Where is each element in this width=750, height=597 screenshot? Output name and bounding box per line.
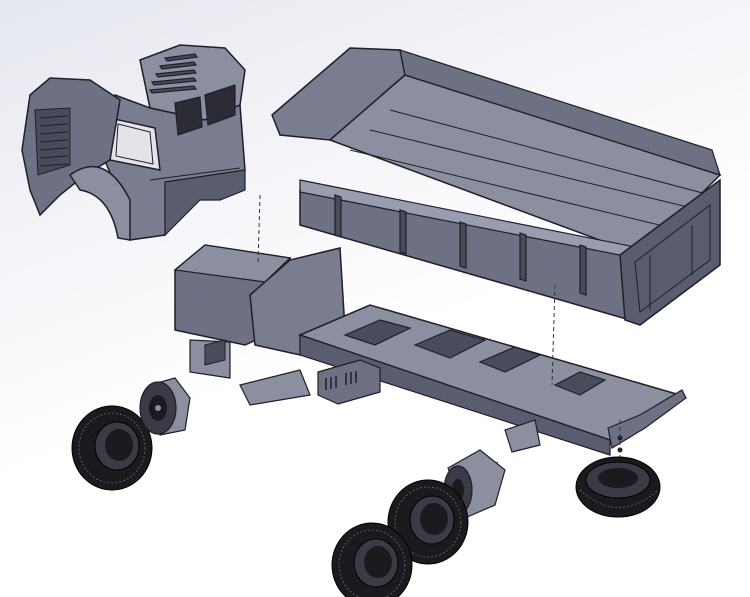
- rear-wheel-inner[interactable]: [387, 479, 469, 565]
- front-wheel-left[interactable]: [71, 405, 153, 491]
- chassis-frame[interactable]: [239, 247, 687, 456]
- cab[interactable]: [21, 44, 246, 241]
- rear-wheel-right[interactable]: [575, 456, 661, 518]
- dump-bed[interactable]: [271, 47, 722, 326]
- rear-wheel-outer[interactable]: [331, 522, 413, 597]
- front-hub-left[interactable]: [139, 377, 191, 436]
